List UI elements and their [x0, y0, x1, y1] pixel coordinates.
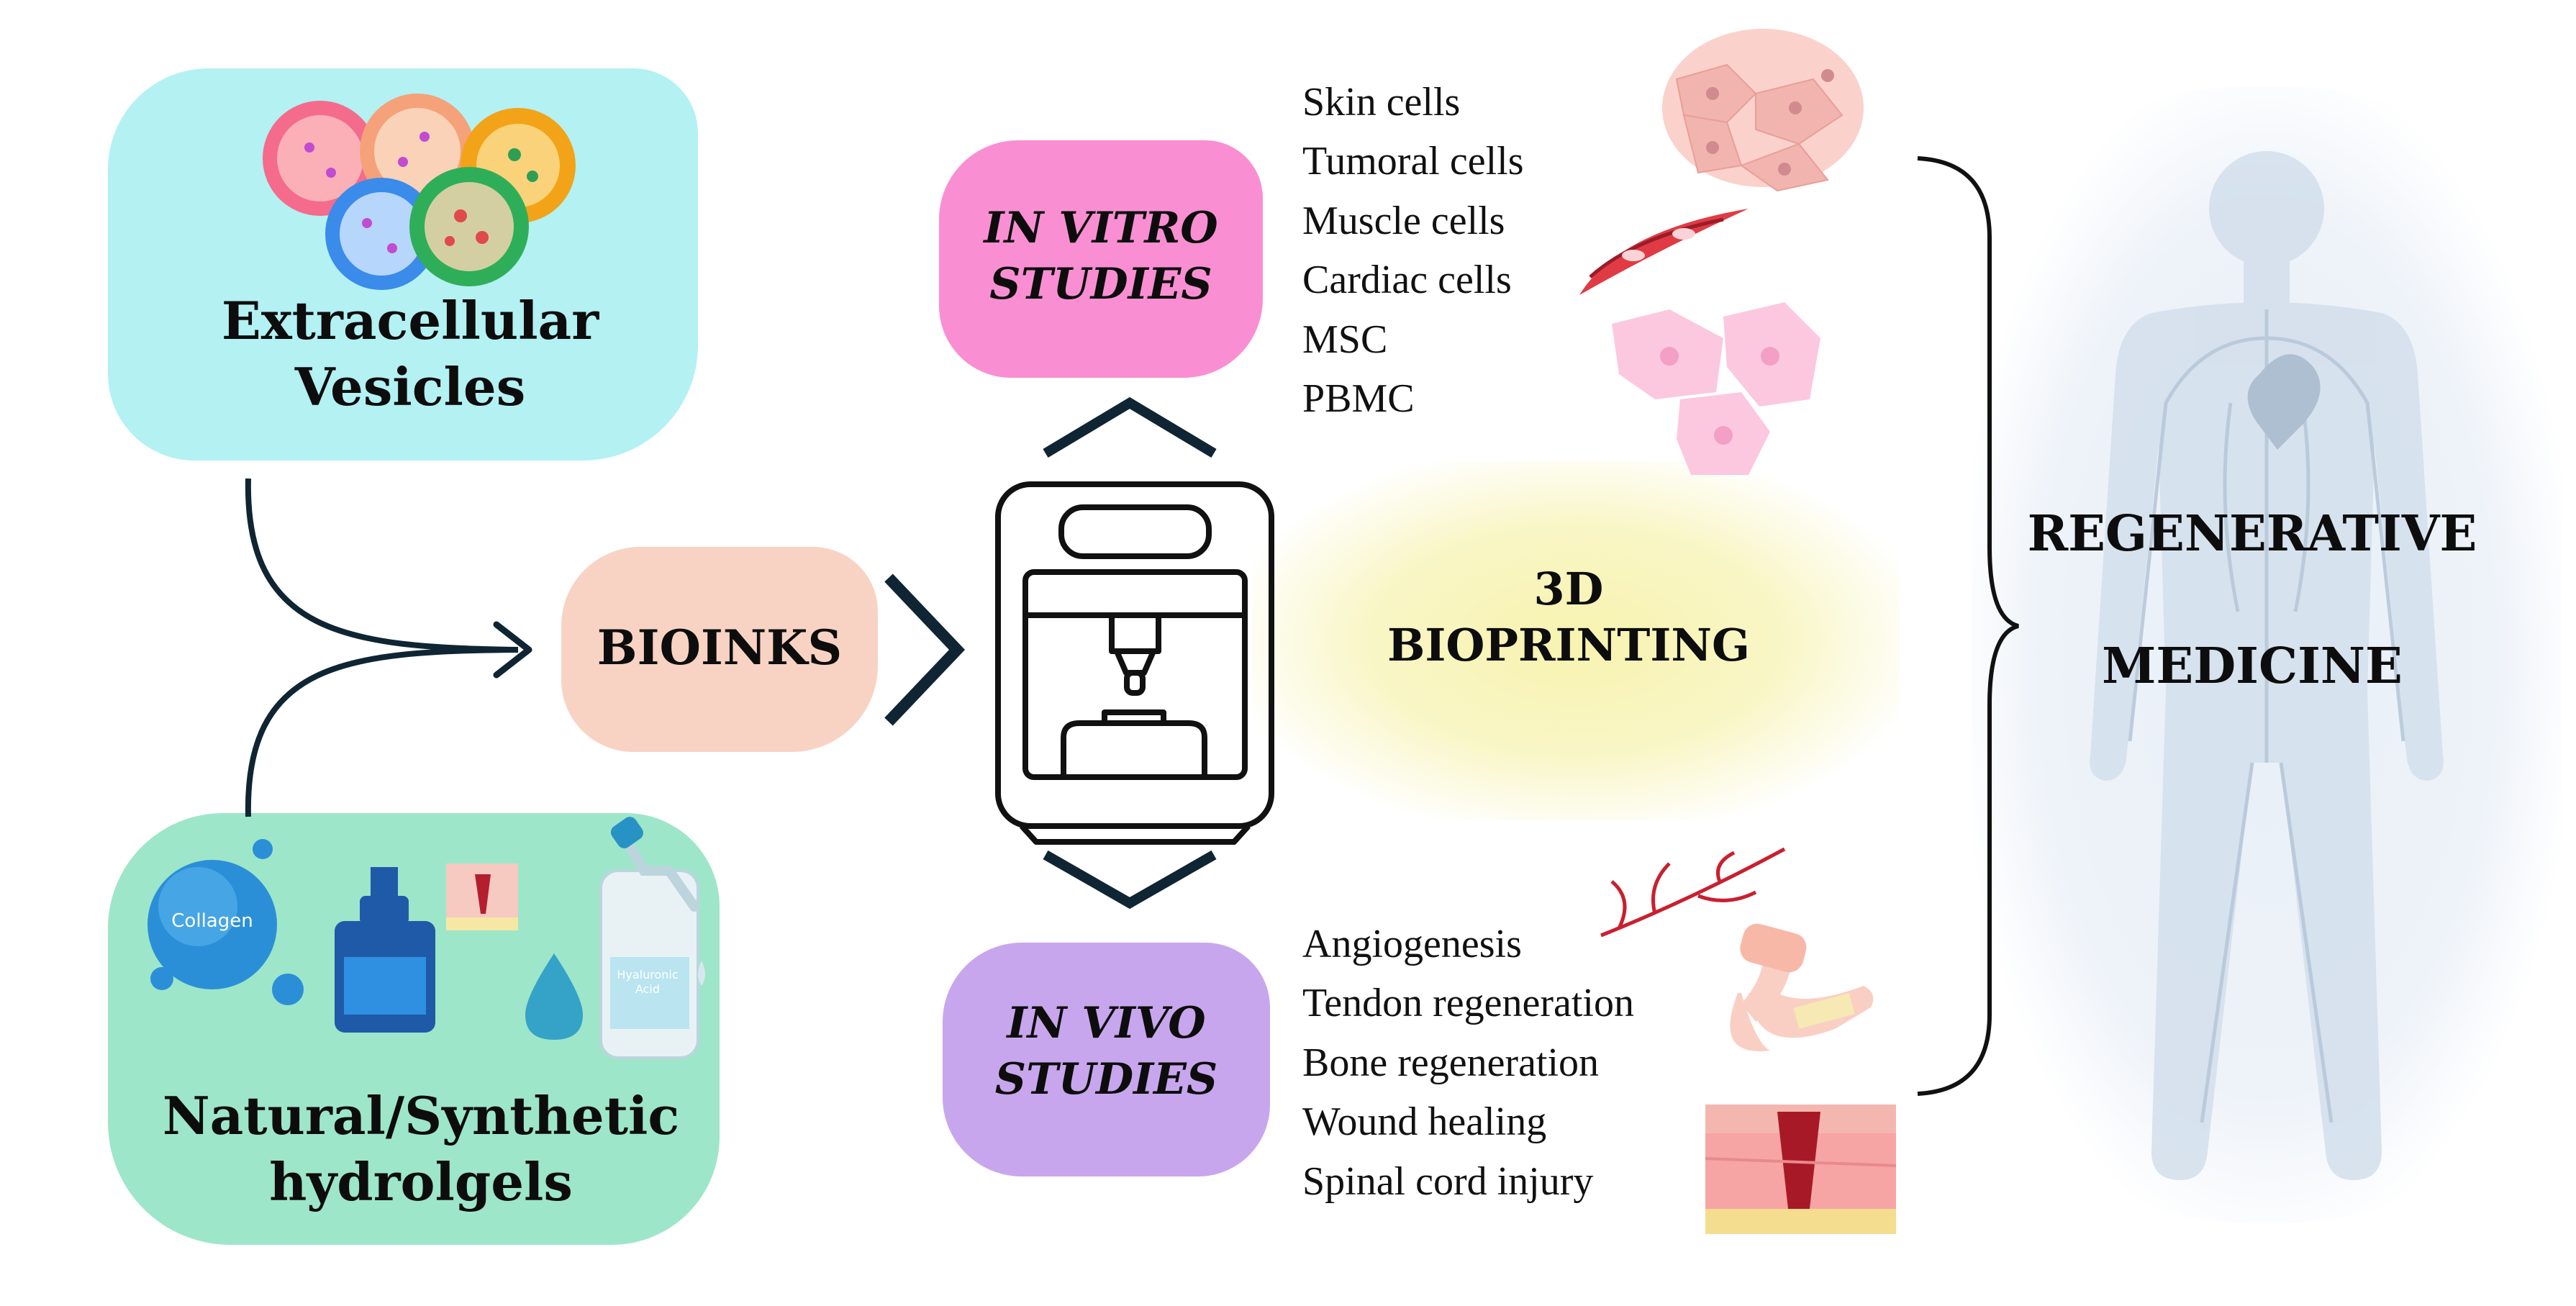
hydrogels-connector [245, 647, 519, 817]
heart-icon [2247, 354, 2321, 450]
collagen-icon-label: Collagen [171, 910, 253, 932]
bioprinting-label-line2: BIOPRINTING [1387, 619, 1750, 671]
in-vivo-label-line2: STUDIES [994, 1054, 1218, 1105]
bioprinting-label: 3D BIOPRINTING [1310, 561, 1828, 674]
bioinks-label: BIOINKS [597, 620, 843, 676]
in-vivo-item: Angiogenesis [1302, 922, 1522, 966]
regenerative-medicine-label: REGENERATIVE MEDICINE [1993, 504, 2511, 697]
bottle-icon [335, 867, 435, 1033]
hyaluronic-line2: Acid [635, 982, 661, 996]
in-vivo-item: Wound healing [1302, 1099, 1547, 1144]
bioprinter-icon [995, 481, 1274, 845]
in-vitro-item: Muscle cells [1302, 199, 1505, 243]
hyaluronic-icon-label: Hyaluronic Acid [604, 968, 691, 997]
in-vitro-item: Skin cells [1302, 80, 1461, 124]
bioprinting-glow [1252, 461, 1900, 820]
hyaluronic-line1: Hyaluronic [617, 968, 679, 981]
hyaluronic-acid-bottle-icon [599, 817, 705, 1059]
in-vitro-label-line1: IN VITRO [984, 203, 1218, 253]
in-vivo-item: Tendon regeneration [1302, 981, 1634, 1025]
arm-tendon-icon [1730, 923, 1874, 1051]
arrowhead-icon [493, 621, 532, 679]
collagen-bubble-icon [148, 839, 304, 1005]
chevron-down-icon [1043, 850, 1217, 910]
blood-vessels-icon [1600, 847, 1786, 938]
muscle-cells-icon [1579, 209, 1749, 295]
vascular-lines [2128, 309, 2405, 1123]
in-vitro-item: MSC [1302, 317, 1388, 362]
skin-sample-icon [446, 863, 518, 930]
in-vitro-item: PBMC [1302, 376, 1415, 421]
in-vitro-item: Cardiac cells [1302, 258, 1512, 302]
vesicles-connector [245, 478, 519, 653]
bioprinting-label-line1: 3D [1533, 563, 1604, 615]
regenerative-line2: MEDICINE [2102, 638, 2403, 695]
hydrogels-title-line2: hydrolgels [269, 1151, 573, 1212]
in-vitro-label-line2: STUDIES [989, 259, 1212, 309]
in-vivo-item: Bone regeneration [1302, 1040, 1600, 1085]
hydrogels-title-line1: Natural/Synthetic [162, 1085, 680, 1146]
cardiac-cells-icon [1612, 302, 1820, 475]
hydrogels-title: Natural/Synthetic hydrolgels [108, 1083, 734, 1215]
in-vivo-label: IN VIVO STUDIES [943, 995, 1270, 1107]
skin-cells-icon [1662, 29, 1864, 192]
curly-brace [1917, 156, 2019, 1096]
chevron-right-icon [884, 573, 966, 726]
chevron-up-icon [1043, 396, 1217, 458]
vesicle-cluster-icon [263, 94, 576, 290]
in-vitro-label: IN VITRO STUDIES [939, 200, 1263, 312]
in-vivo-label-line1: IN VIVO [1007, 998, 1206, 1048]
in-vitro-item: Tumoral cells [1302, 139, 1524, 183]
in-vitro-box [939, 140, 1263, 378]
wound-skin-icon [1705, 1105, 1897, 1234]
vesicles-title-line1: Extracellular [221, 290, 599, 351]
regenerative-line1: REGENERATIVE [2027, 505, 2477, 563]
vesicles-title-line2: Vesicles [294, 356, 526, 417]
vesicles-title: Extracellular Vesicles [108, 288, 712, 420]
in-vivo-box [943, 943, 1270, 1176]
droplet-icon [525, 953, 583, 1040]
in-vivo-item: Spinal cord injury [1302, 1159, 1594, 1204]
bioinks-box [561, 547, 878, 752]
